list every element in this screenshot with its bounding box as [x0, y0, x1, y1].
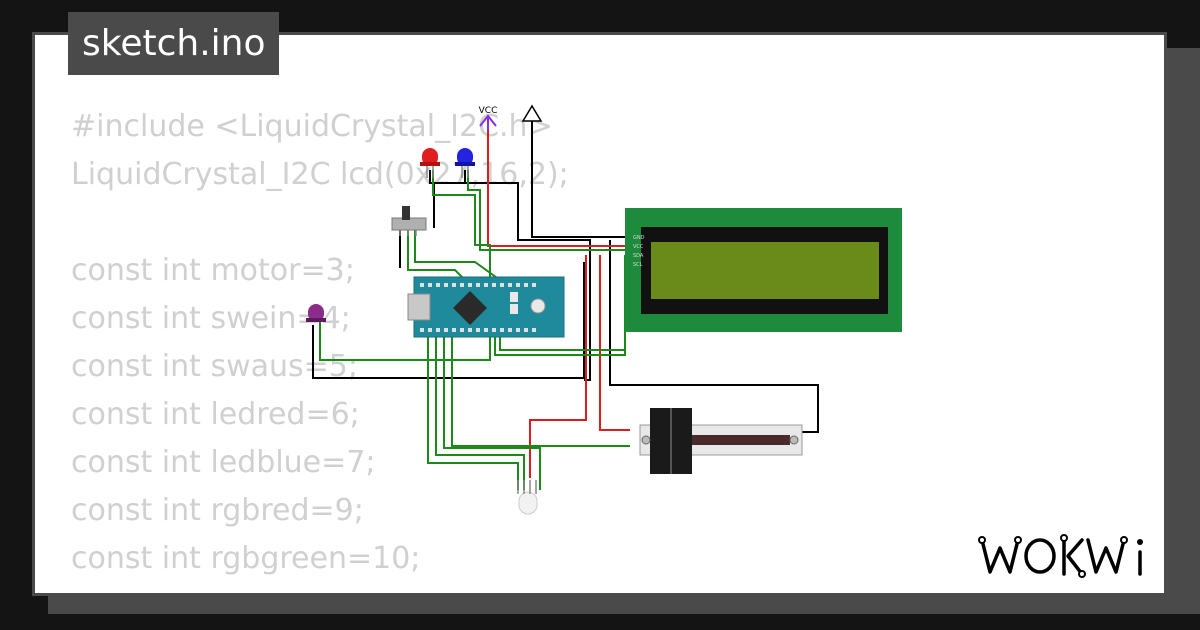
ground-symbol	[521, 104, 543, 122]
code-line: #include <LiquidCrystal_I2C.h>	[71, 109, 553, 144]
sketch-filename[interactable]: sketch.ino	[68, 12, 280, 75]
code-line: const int motor=3;	[71, 253, 355, 288]
lcd-display[interactable]: GND VCC SDA SCL	[625, 208, 902, 332]
lcd-pin-gnd: GND	[633, 235, 645, 241]
lcd-pin-vcc: VCC	[633, 244, 644, 250]
code-line: const int swaus=5;	[71, 349, 358, 384]
code-line: LiquidCrystal_I2C lcd(0x27,16,2);	[71, 157, 569, 192]
arduino-nano[interactable]	[407, 276, 565, 338]
lcd-pin-sda: SDA	[633, 253, 644, 259]
slide-potentiometer[interactable]	[639, 408, 803, 474]
blue-led[interactable]	[455, 148, 475, 178]
lcd-pin-scl: SCL	[633, 262, 643, 268]
rgb-led[interactable]	[517, 480, 538, 515]
purple-led[interactable]	[306, 304, 326, 322]
vcc-label: VCC	[479, 106, 498, 116]
wokwi-logo	[978, 534, 1143, 578]
red-led[interactable]	[420, 148, 440, 178]
code-line: const int ledblue=7;	[71, 445, 376, 480]
code-line: const int ledred=6;	[71, 397, 360, 432]
slide-switch[interactable]	[391, 206, 427, 236]
code-line: const int swein=4;	[71, 301, 351, 336]
code-preview: #include <LiquidCrystal_I2C.h> LiquidCrys…	[71, 103, 1164, 593]
code-line: const int rgbred=9;	[71, 493, 364, 528]
wires-black	[312, 121, 819, 433]
code-line: const int rgbgreen=10;	[71, 541, 421, 576]
vcc-symbol: VCC	[479, 106, 498, 130]
code-line: const int rgbblue=11;	[71, 583, 1164, 593]
